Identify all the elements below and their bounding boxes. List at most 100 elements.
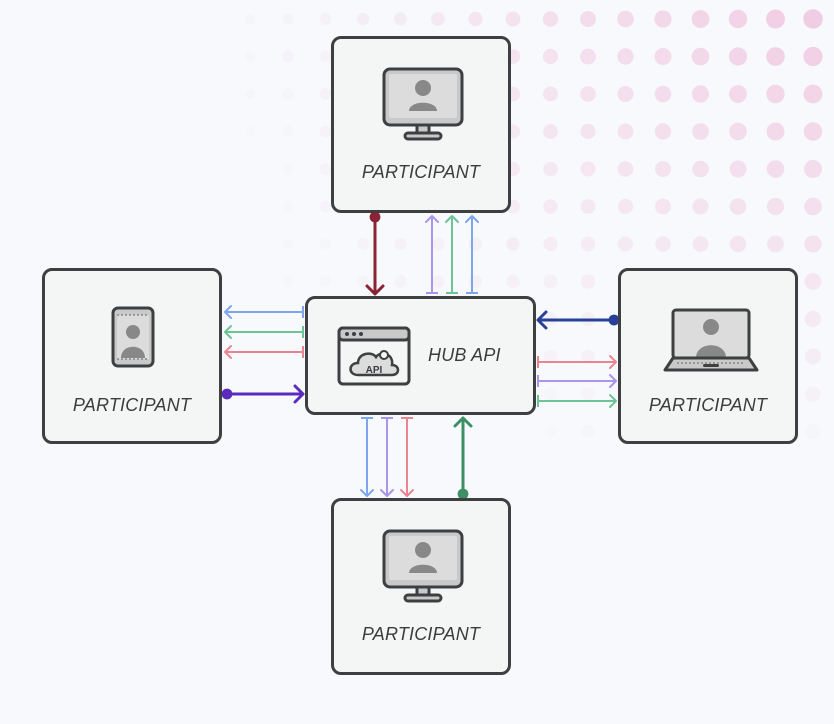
- background-dot: [282, 201, 294, 212]
- background-dot: [543, 199, 558, 214]
- participant-right-node[interactable]: PARTICIPANT: [618, 268, 798, 444]
- background-dot: [580, 274, 596, 289]
- background-dot: [805, 348, 821, 365]
- background-dot: [543, 86, 558, 102]
- background-dot: [431, 275, 445, 288]
- participant-label: PARTICIPANT: [361, 624, 481, 644]
- background-dot: [691, 47, 710, 66]
- desktop-monitor-user-icon: [382, 529, 464, 603]
- background-dot: [282, 50, 294, 63]
- background-dot: [319, 88, 332, 100]
- background-dot: [580, 236, 596, 252]
- background-dot: [766, 160, 785, 178]
- background-dot: [728, 9, 748, 29]
- background-dot: [692, 236, 709, 252]
- connector-hub-to-bottom: [360, 417, 374, 497]
- connector-hub-to-bottom: [400, 417, 414, 497]
- background-dot: [319, 200, 332, 213]
- background-dot: [729, 122, 747, 141]
- participant-label: PARTICIPANT: [72, 395, 192, 415]
- background-dot: [580, 161, 596, 177]
- background-dot: [580, 199, 596, 214]
- background-dot: [804, 235, 822, 253]
- background-dot: [580, 48, 596, 65]
- background-dot: [617, 161, 634, 177]
- background-dot: [394, 12, 407, 26]
- background-dot: [282, 126, 294, 137]
- background-dot: [319, 275, 332, 288]
- participant-bottom-node[interactable]: PARTICIPANT: [331, 498, 511, 675]
- connector-hub-to-right: [537, 355, 617, 369]
- background-dot: [766, 197, 785, 216]
- background-dot: [319, 125, 332, 138]
- background-dot: [692, 123, 709, 140]
- background-dot: [692, 160, 709, 178]
- background-dot: [766, 122, 785, 141]
- connector-hub-to-right: [537, 374, 617, 388]
- laptop-user-icon: [663, 308, 759, 372]
- background-dot: [729, 235, 747, 253]
- background-dot: [803, 46, 823, 67]
- hub-api-node[interactable]: API HUB API: [305, 296, 536, 415]
- background-dot: [542, 48, 559, 65]
- participant-top-node[interactable]: PARTICIPANT: [331, 36, 511, 213]
- background-dot: [542, 11, 559, 27]
- background-dot: [617, 48, 634, 65]
- background-dot: [805, 423, 821, 440]
- background-dot: [617, 123, 634, 140]
- background-dot: [543, 349, 558, 364]
- background-dot: [728, 47, 748, 66]
- background-dot: [654, 48, 672, 65]
- background-dot: [617, 10, 634, 28]
- background-dot: [357, 238, 369, 250]
- background-dot: [394, 275, 407, 288]
- background-dot: [580, 86, 596, 102]
- background-dot: [618, 236, 633, 252]
- background-dot: [803, 84, 823, 104]
- participant-left-node[interactable]: PARTICIPANT: [42, 268, 222, 444]
- background-dot: [319, 50, 332, 63]
- connector-hub-to-top: [445, 215, 459, 294]
- api-cloud-window-icon: API: [337, 326, 411, 386]
- api-icon-text: API: [366, 365, 383, 376]
- background-dot: [581, 387, 595, 401]
- background-dot: [431, 237, 445, 251]
- background-dot: [804, 197, 822, 216]
- connector-hub-to-left: [224, 305, 304, 319]
- background-dot: [544, 425, 557, 438]
- background-dot: [805, 386, 821, 402]
- background-dot: [766, 9, 785, 29]
- background-dot: [655, 198, 671, 215]
- connector-bottom-to-hub: [453, 416, 473, 500]
- participant-label: PARTICIPANT: [361, 162, 481, 182]
- background-dot: [617, 198, 634, 215]
- background-dot: [282, 238, 294, 250]
- background-dot: [581, 424, 595, 439]
- background-dot: [245, 126, 256, 137]
- background-dot: [803, 9, 823, 29]
- background-dot: [282, 163, 294, 175]
- background-dot: [543, 387, 558, 401]
- background-dot: [319, 238, 332, 250]
- background-dot: [654, 85, 672, 103]
- connector-hub-to-bottom: [380, 417, 394, 497]
- background-dot: [319, 163, 332, 175]
- background-dot: [245, 88, 256, 100]
- background-dot: [691, 85, 710, 103]
- background-dot: [580, 123, 596, 140]
- connector-right-to-hub: [536, 310, 620, 330]
- background-dot: [282, 13, 294, 25]
- background-dot: [655, 161, 671, 177]
- connector-hub-to-right: [537, 394, 617, 408]
- connector-left-to-hub: [221, 384, 305, 404]
- background-dot: [803, 122, 823, 141]
- background-dot: [319, 13, 332, 25]
- background-dot: [804, 310, 822, 328]
- background-dot: [468, 11, 483, 27]
- connector-hub-to-left: [224, 325, 304, 339]
- background-dot: [804, 273, 822, 290]
- background-dot: [506, 237, 520, 251]
- mobile-phone-user-icon: [111, 306, 155, 368]
- background-dot: [581, 349, 595, 364]
